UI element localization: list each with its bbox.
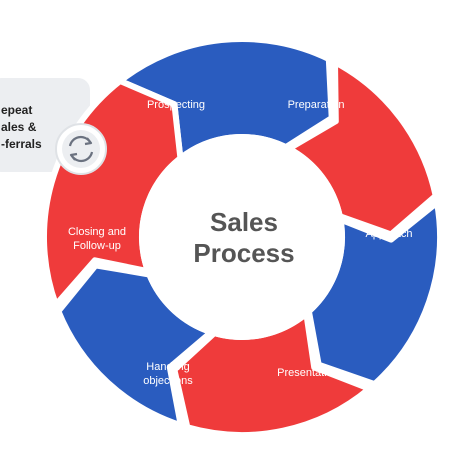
side-line-3: -ferrals (1, 137, 42, 151)
label-handling: Handling (146, 361, 189, 373)
label-objections: objections (143, 375, 193, 387)
center-title-line-2: Process (193, 238, 294, 268)
stage-labels: Prospecting Preparation Approach Present… (68, 99, 413, 387)
label-closing: Closing and (68, 226, 126, 238)
center-title-line-1: Sales (210, 207, 278, 237)
side-line-2: ales & (1, 120, 37, 134)
refresh-cycle-icon (55, 123, 107, 175)
side-line-1: epeat (1, 103, 32, 117)
label-prospecting: Prospecting (147, 99, 205, 111)
label-presentation: Presentation (277, 367, 339, 379)
label-follow-up: Follow-up (73, 240, 121, 252)
center-circle (139, 134, 345, 340)
label-preparation: Preparation (288, 99, 345, 111)
label-approach: Approach (365, 228, 412, 240)
repeat-sales-text: epeat ales & -ferrals (1, 103, 42, 151)
